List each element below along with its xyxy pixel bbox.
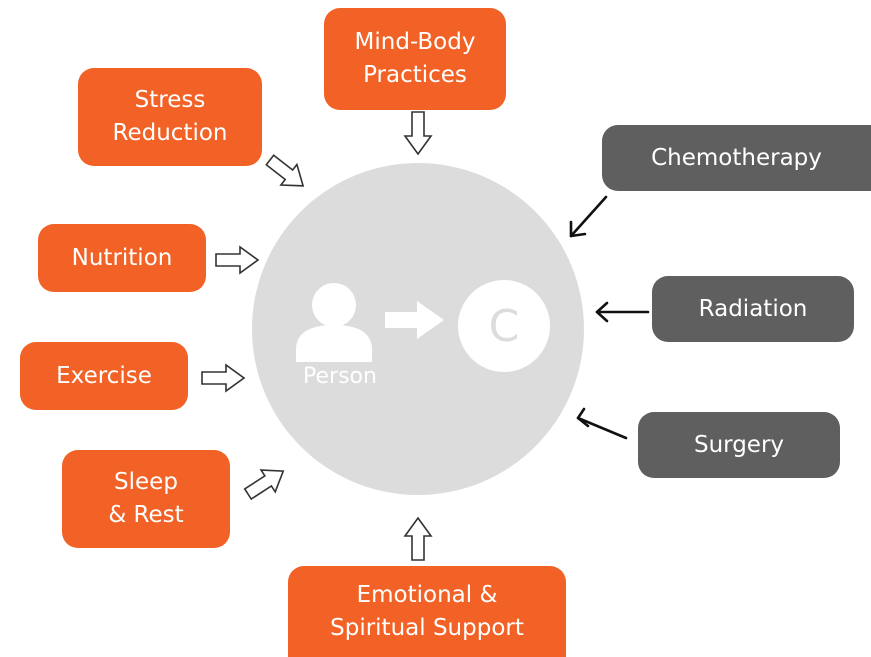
box-label-radiation: Radiation (698, 295, 808, 322)
box-label-emotional-support: Emotional & Spiritual Support (330, 581, 524, 641)
box-label-surgery: Surgery (693, 431, 785, 458)
box-emotional-support: Emotional & Spiritual Support (288, 566, 566, 657)
hollow-arrow-icon-emotional (404, 517, 432, 561)
box-mind-body: Mind-Body Practices (324, 8, 506, 110)
hollow-arrow-icon-exercise (201, 364, 245, 392)
hollow-arrow-icon-stress (261, 148, 312, 197)
box-label-chemotherapy: Chemotherapy (651, 144, 822, 171)
box-label-nutrition: Nutrition (71, 244, 173, 271)
hollow-arrow-icon-nutrition (215, 246, 259, 274)
person-label: Person (303, 364, 377, 389)
line-arrow-icon-surgery (576, 407, 628, 440)
line-arrow-icon-chemo (569, 195, 608, 238)
box-surgery: Surgery (638, 412, 840, 478)
box-stress-reduction: Stress Reduction (78, 68, 262, 166)
line-arrow-icon-radiation (595, 301, 650, 323)
hollow-arrow-icon-sleep (240, 459, 292, 506)
box-label-exercise: Exercise (56, 362, 152, 389)
box-label-sleep-rest: Sleep & Rest (108, 469, 184, 528)
hollow-arrow-icon-mind-body (404, 111, 432, 155)
box-exercise: Exercise (20, 342, 188, 410)
box-radiation: Radiation (652, 276, 854, 342)
target-circle: C (458, 280, 550, 372)
box-label-mind-body: Mind-Body Practices (354, 29, 476, 88)
box-label-stress-reduction: Stress Reduction (112, 87, 228, 146)
person-icon (296, 283, 372, 362)
box-nutrition: Nutrition (38, 224, 206, 292)
right-arrow-icon (385, 301, 444, 339)
box-sleep-rest: Sleep & Rest (62, 450, 230, 548)
target-letter: C (488, 300, 520, 352)
box-chemotherapy: Chemotherapy (602, 125, 871, 191)
